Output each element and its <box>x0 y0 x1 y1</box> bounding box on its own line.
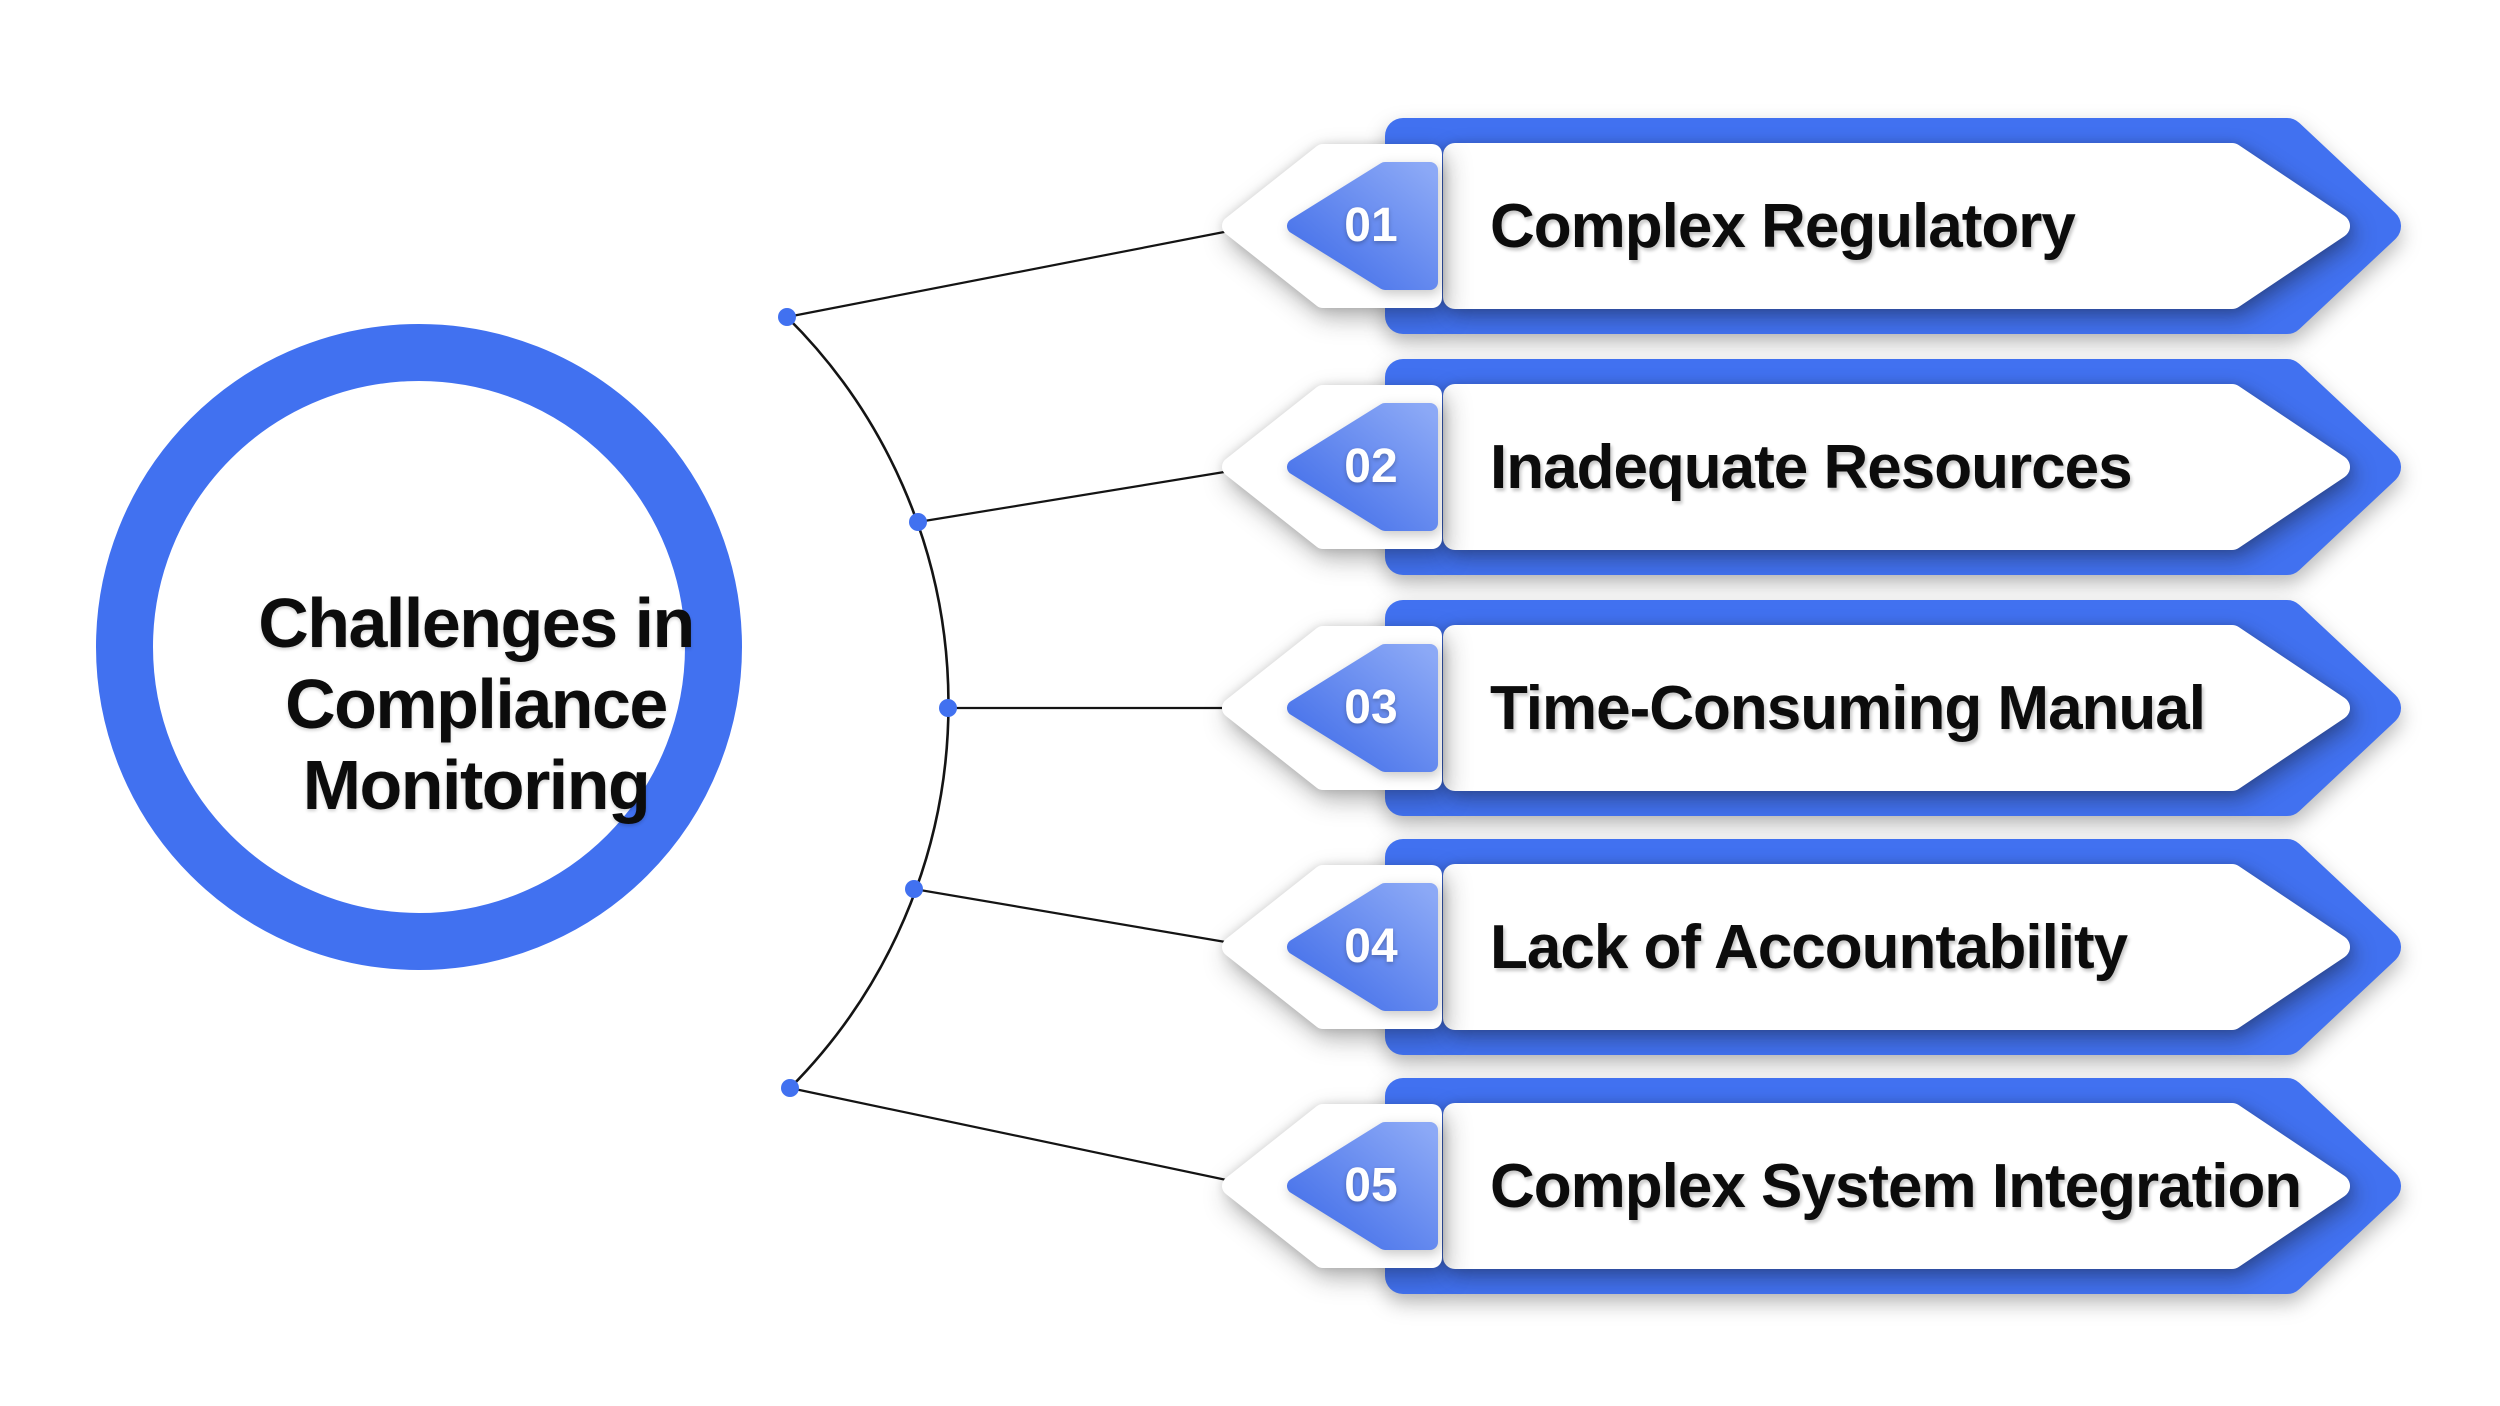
connector-dot-5 <box>781 1079 799 1097</box>
banner-row-3: 03 Time-Consuming Manual <box>1180 588 2500 828</box>
item-number: 02 <box>1344 440 1398 493</box>
item-label: Complex System Integration <box>1490 1151 2302 1221</box>
banner-shapes <box>1222 600 2401 816</box>
banner-shapes <box>1222 839 2401 1055</box>
page-title-line-1: Challenges in <box>258 583 695 662</box>
banner-row-2: 02 Inadequate Resources <box>1180 347 2500 587</box>
connector-dot-3 <box>939 699 957 717</box>
connector-line-1 <box>786 224 1256 319</box>
connector-dot-1 <box>778 308 796 326</box>
banner-front-arrow <box>1443 864 2350 1030</box>
banner-front-arrow <box>1443 384 2350 550</box>
item-number: 01 <box>1344 199 1398 252</box>
banner-number-arrow <box>1287 1122 1438 1250</box>
banner-number-arrow <box>1287 883 1438 1011</box>
connector-line-4 <box>913 887 1256 949</box>
banner-shapes <box>1222 1078 2401 1294</box>
banner-number-arrow <box>1287 403 1438 531</box>
banner-shapes <box>1222 359 2401 575</box>
connector-line-2 <box>917 465 1256 524</box>
connector-line-5 <box>789 1086 1256 1188</box>
banner-front-arrow <box>1443 625 2350 791</box>
banner-front-arrow <box>1443 1103 2350 1269</box>
connector-dot-2 <box>909 513 927 531</box>
item-label: Time-Consuming Manual <box>1490 673 2206 743</box>
banner-front-arrow <box>1443 143 2350 309</box>
item-label: Inadequate Resources <box>1490 432 2133 502</box>
banner-row-5: 05 Complex System Integration <box>1180 1066 2500 1306</box>
page-title: Challenges in Compliance Monitoring <box>126 569 826 839</box>
banner-number-arrow <box>1287 644 1438 772</box>
item-number: 03 <box>1344 681 1398 734</box>
item-number: 05 <box>1344 1159 1398 1212</box>
page-title-line-2: Compliance <box>285 664 668 743</box>
banner-number-arrow <box>1287 162 1438 290</box>
banner-row-1: 01 Complex Regulatory <box>1180 106 2500 346</box>
item-label: Complex Regulatory <box>1490 191 2076 261</box>
banner-shapes <box>1222 118 2401 334</box>
item-label: Lack of Accountability <box>1490 912 2128 982</box>
item-number: 04 <box>1344 920 1398 973</box>
connector-dot-4 <box>905 880 923 898</box>
page-title-line-3: Monitoring <box>302 745 651 824</box>
banner-row-4: 04 Lack of Accountability <box>1180 827 2500 1067</box>
